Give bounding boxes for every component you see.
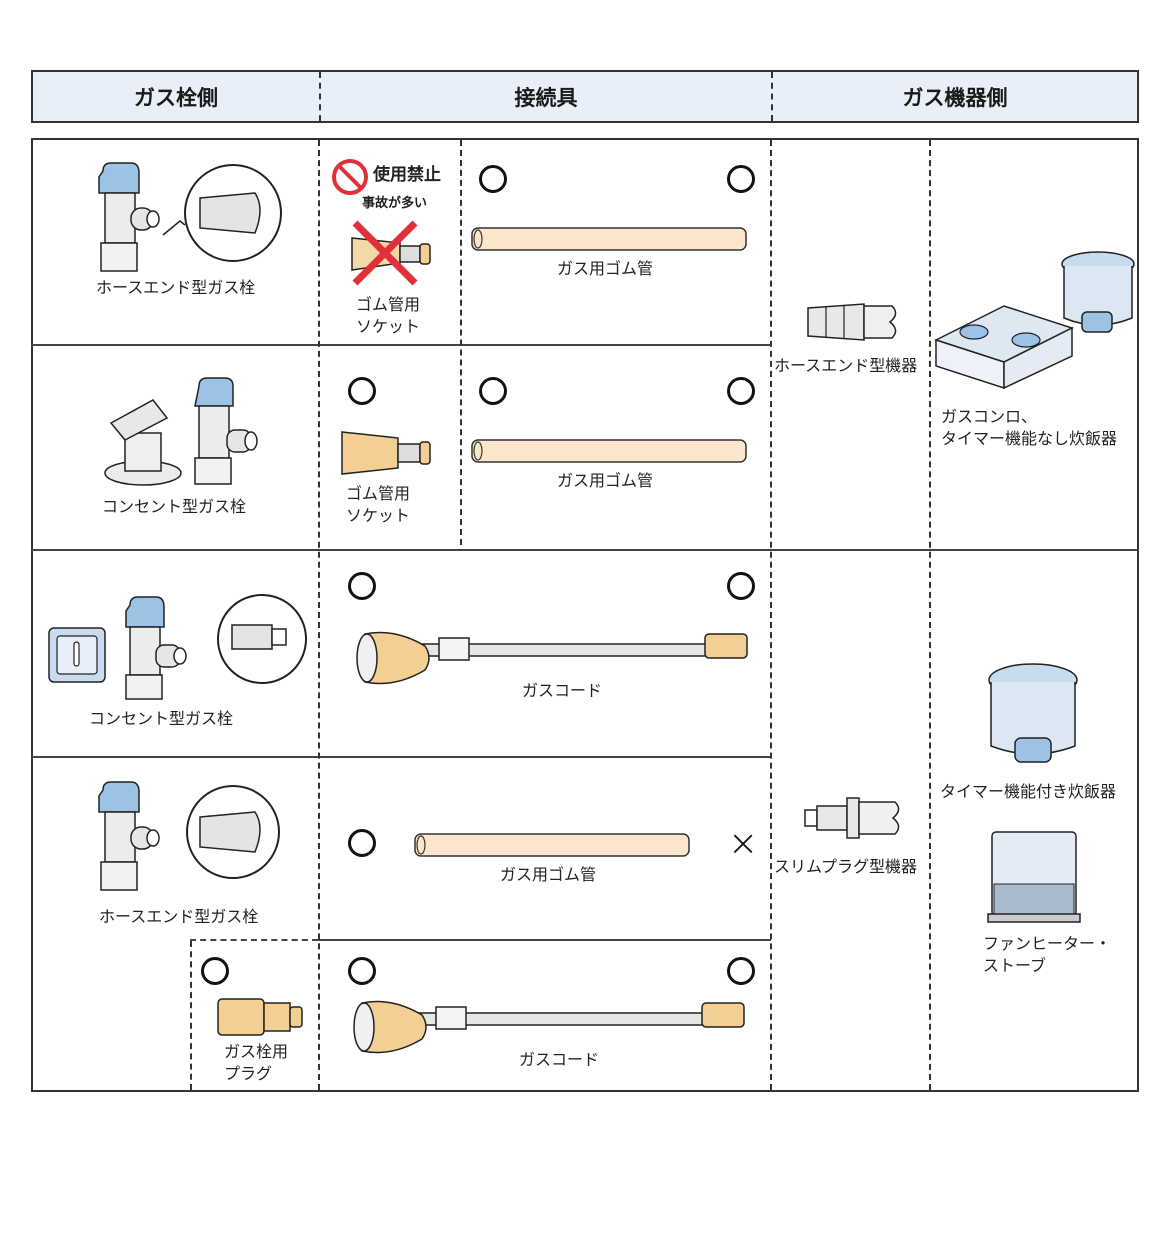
socket-label-1: ゴム管用 xyxy=(346,484,411,503)
header-appliance-side: ガス機器側 xyxy=(902,85,1008,110)
ok-mark xyxy=(727,572,755,600)
plug-cell-top xyxy=(190,939,318,941)
valve-label: ホースエンド型ガス栓 xyxy=(99,907,259,926)
rubber-hose-icon xyxy=(471,227,747,251)
plug-label-1: ガス栓用 xyxy=(224,1042,289,1061)
socket-label-2: ソケット xyxy=(356,317,421,336)
header-divider xyxy=(319,72,321,121)
plug-label-2: プラグ xyxy=(224,1064,273,1083)
device-label: タイマー機能付き炊飯器 xyxy=(940,782,1117,801)
row-divider xyxy=(31,756,771,758)
timer-rice-cooker-icon xyxy=(988,663,1078,763)
gas-cord-icon xyxy=(356,631,748,685)
ok-mark xyxy=(727,165,755,193)
socket-column-divider xyxy=(460,140,462,545)
header-divider xyxy=(771,72,773,121)
ok-mark xyxy=(479,165,507,193)
ok-mark xyxy=(348,572,376,600)
ng-mark: × xyxy=(728,823,759,864)
valve-label: コンセント型ガス栓 xyxy=(89,709,234,728)
ok-mark xyxy=(348,829,376,857)
cord-label: ガスコード xyxy=(522,681,603,700)
fan-heater-icon xyxy=(987,831,1081,923)
appliance-devices-label-1: ガスコンロ、 xyxy=(941,407,1038,426)
cord-label: ガスコード xyxy=(519,1050,600,1069)
column-divider xyxy=(770,140,772,1090)
row-divider xyxy=(318,939,771,941)
hose-end-valve-icon xyxy=(98,162,282,272)
hose-end-connector-icon xyxy=(807,303,897,341)
appliance-connector-label: ホースエンド型機器 xyxy=(774,356,918,375)
gas-valve-plug-icon xyxy=(217,998,303,1036)
socket-label-2: ソケット xyxy=(346,506,411,525)
wall-outlet-icon xyxy=(48,627,106,683)
row-divider xyxy=(31,549,1139,551)
outlet-valve-icon xyxy=(125,594,307,700)
header-connector: 接続具 xyxy=(514,85,578,110)
outlet-valve-icon xyxy=(104,377,258,486)
prohibited-label: 使用禁止 xyxy=(373,165,441,185)
slim-plug-connector-icon xyxy=(804,797,900,839)
warning-label: 事故が多い xyxy=(362,196,428,211)
rubber-hose-icon xyxy=(471,439,747,463)
hose-label: ガス用ゴム管 xyxy=(557,259,654,278)
ok-mark xyxy=(201,957,229,985)
hose-end-valve-icon xyxy=(98,781,280,891)
hose-label: ガス用ゴム管 xyxy=(557,471,654,490)
row-divider xyxy=(31,344,771,346)
hose-label: ガス用ゴム管 xyxy=(500,865,597,884)
gas-cord-icon xyxy=(353,1000,745,1054)
header-gas-valve-side: ガス栓側 xyxy=(134,85,218,110)
ok-mark xyxy=(727,377,755,405)
prohibited-icon xyxy=(332,159,368,195)
socket-label-1: ゴム管用 xyxy=(356,295,421,314)
plug-cell-left xyxy=(190,941,192,1090)
ok-mark xyxy=(479,377,507,405)
device-label-1: ファンヒーター・ xyxy=(983,934,1112,953)
rubber-hose-icon xyxy=(414,833,690,857)
column-divider xyxy=(318,140,320,1090)
rubber-hose-socket-icon xyxy=(351,220,431,286)
ok-mark xyxy=(348,377,376,405)
device-label-2: ストーブ xyxy=(983,956,1047,975)
gas-stove-icon xyxy=(934,305,1074,390)
appliance-connector-label: スリムプラグ型機器 xyxy=(774,857,918,876)
ok-mark xyxy=(727,957,755,985)
valve-label: ホースエンド型ガス栓 xyxy=(96,278,256,297)
rice-cooker-icon xyxy=(1061,251,1135,333)
valve-label: コンセント型ガス栓 xyxy=(102,497,247,516)
ok-mark xyxy=(348,957,376,985)
appliance-devices-label-2: タイマー機能なし炊飯器 xyxy=(941,429,1118,448)
rubber-hose-socket-icon xyxy=(341,431,431,475)
compatibility-table xyxy=(31,138,1139,1092)
column-divider xyxy=(929,140,931,1090)
table-header: ガス栓側 接続具 ガス機器側 xyxy=(31,70,1139,123)
